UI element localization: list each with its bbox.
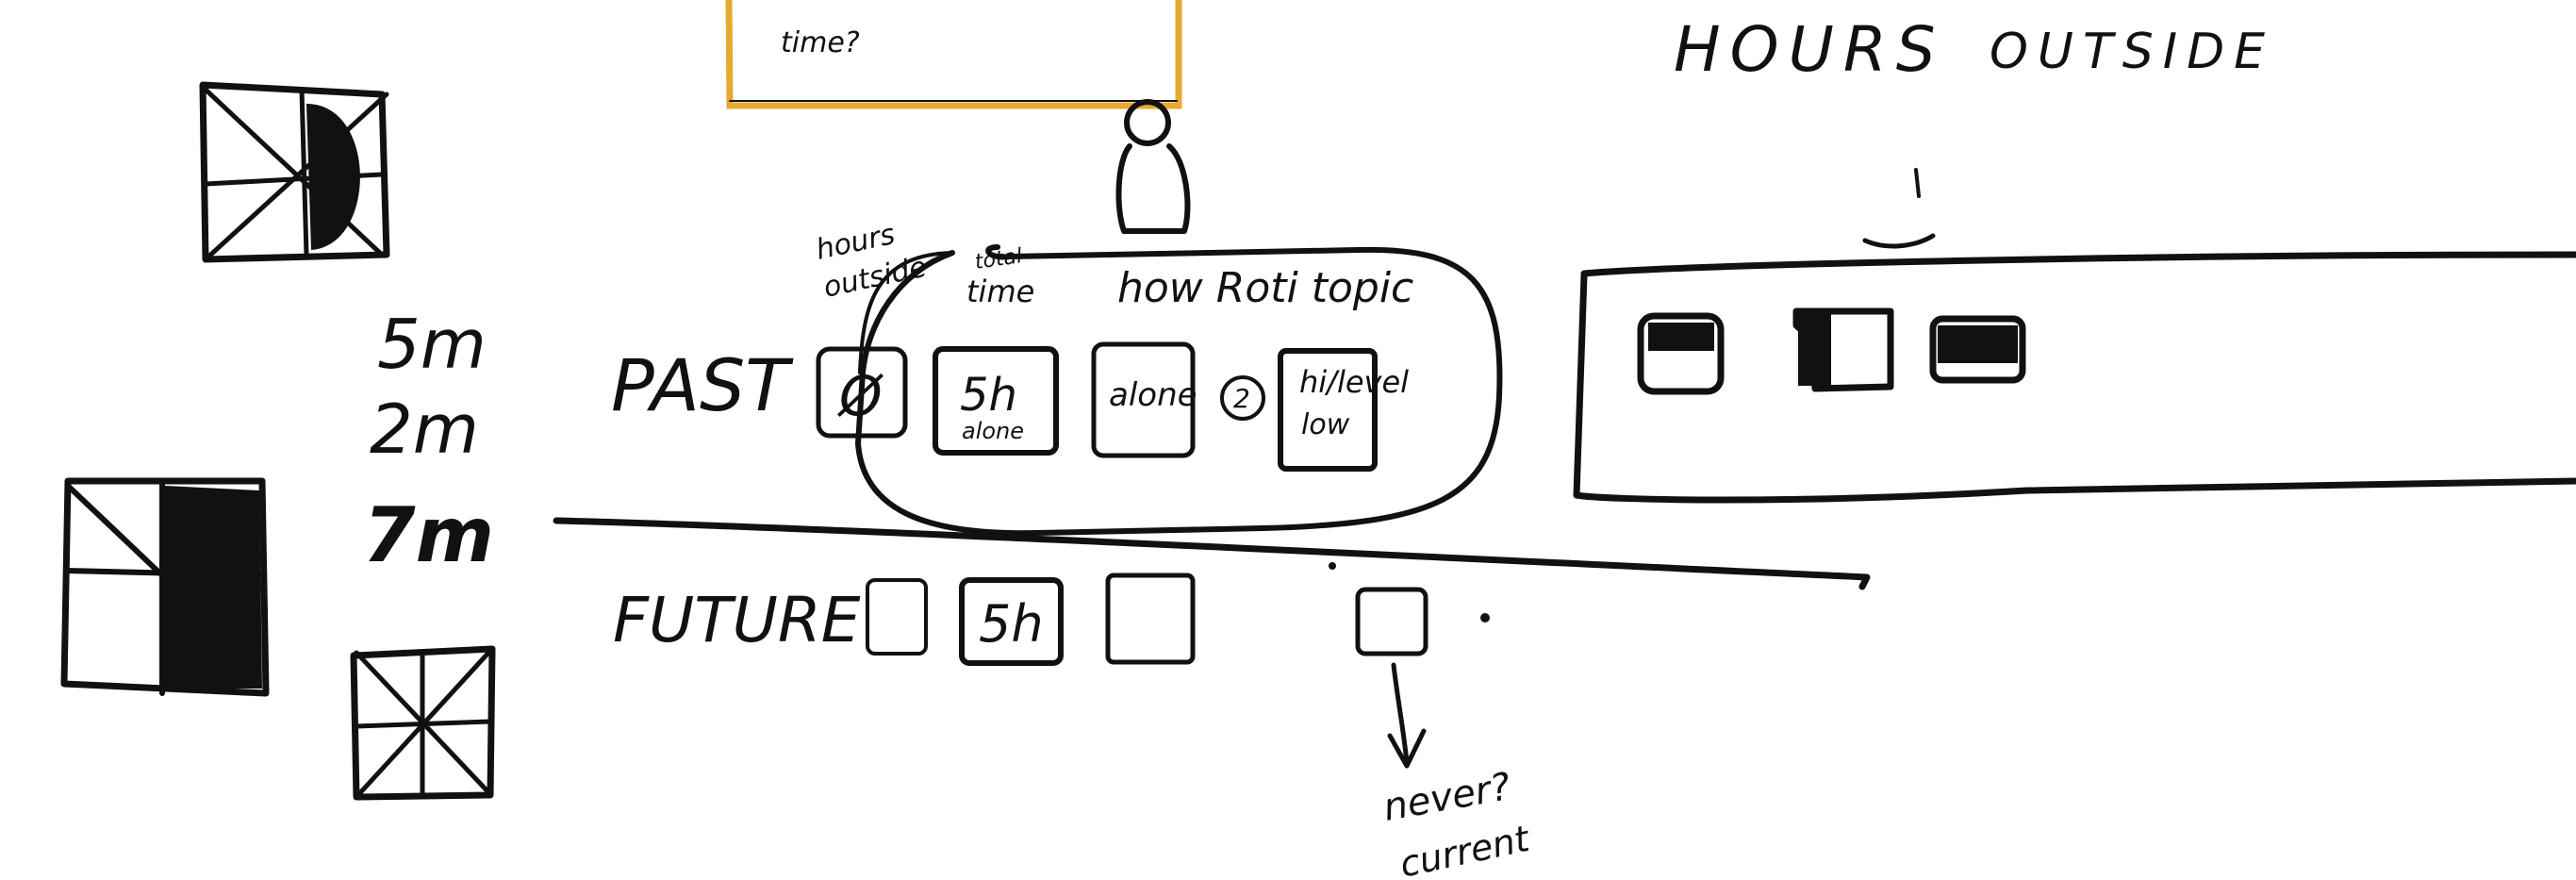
past-cell[interactable]: hi/level low — [1278, 348, 1409, 472]
pie-chart-icon — [199, 81, 390, 263]
past-cells: Ø 5h alone alone 2 hi/level low — [816, 341, 1409, 472]
past-cell-text: Ø — [837, 364, 883, 428]
note-never: never? — [1380, 765, 1514, 830]
future-cell[interactable] — [1355, 587, 1428, 656]
past-cell[interactable]: 5h alone — [933, 346, 1059, 456]
past-cell-text: hi/level — [1299, 364, 1409, 400]
header-hours-outside: HOURS OUTSIDE — [1674, 13, 2274, 86]
future-cell[interactable] — [866, 578, 928, 656]
future-cells: 5h — [866, 562, 1490, 666]
panel-item[interactable] — [1637, 312, 1725, 395]
past-cell[interactable]: 2 — [1220, 375, 1265, 421]
dot-marker — [1329, 562, 1336, 570]
label-total: total — [973, 244, 1023, 274]
header-word-outside: OUTSIDE — [1990, 24, 2274, 80]
past-cell-text: 2 — [1233, 383, 1250, 414]
past-cell-subtext: alone — [962, 418, 1024, 444]
arrow-down-icon — [1387, 662, 1427, 769]
pie-chart-icon — [350, 645, 496, 801]
hours-outside-panel[interactable] — [1573, 168, 2576, 504]
minutes-7m: 7m — [363, 491, 494, 579]
pie-chart-icon — [60, 477, 270, 697]
timeline-divider — [553, 517, 1871, 590]
minutes-2m: 2m — [370, 390, 479, 469]
future-label: FUTURE — [613, 584, 861, 656]
topic-bubble[interactable]: hours outside total time how Roti topic — [813, 218, 1503, 537]
panel-item[interactable] — [1929, 315, 2026, 384]
note-current: current — [1396, 818, 1535, 880]
past-cell[interactable]: Ø — [816, 346, 908, 439]
future-cell-text: 5h — [979, 594, 1044, 654]
label-time: time — [966, 274, 1034, 309]
future-cell[interactable]: 5h — [959, 577, 1064, 666]
past-label: PAST — [611, 343, 794, 427]
header-word-hours: HOURS — [1674, 13, 1945, 86]
person-icon — [1115, 99, 1191, 234]
panel-item[interactable] — [1792, 307, 1894, 392]
dot-marker — [1480, 613, 1490, 623]
bubble-header: how Roti topic — [1117, 264, 1413, 312]
past-cell-text: alone — [1109, 376, 1197, 414]
past-cell[interactable]: alone — [1091, 341, 1197, 458]
sticky-note[interactable]: time? — [725, 0, 1182, 109]
past-cell-subtext: low — [1301, 408, 1350, 441]
past-cell-text: 5h — [960, 369, 1017, 422]
minutes-5m: 5m — [377, 305, 487, 384]
future-cell[interactable] — [1105, 573, 1196, 665]
sticky-note-text-2: time? — [781, 26, 860, 59]
